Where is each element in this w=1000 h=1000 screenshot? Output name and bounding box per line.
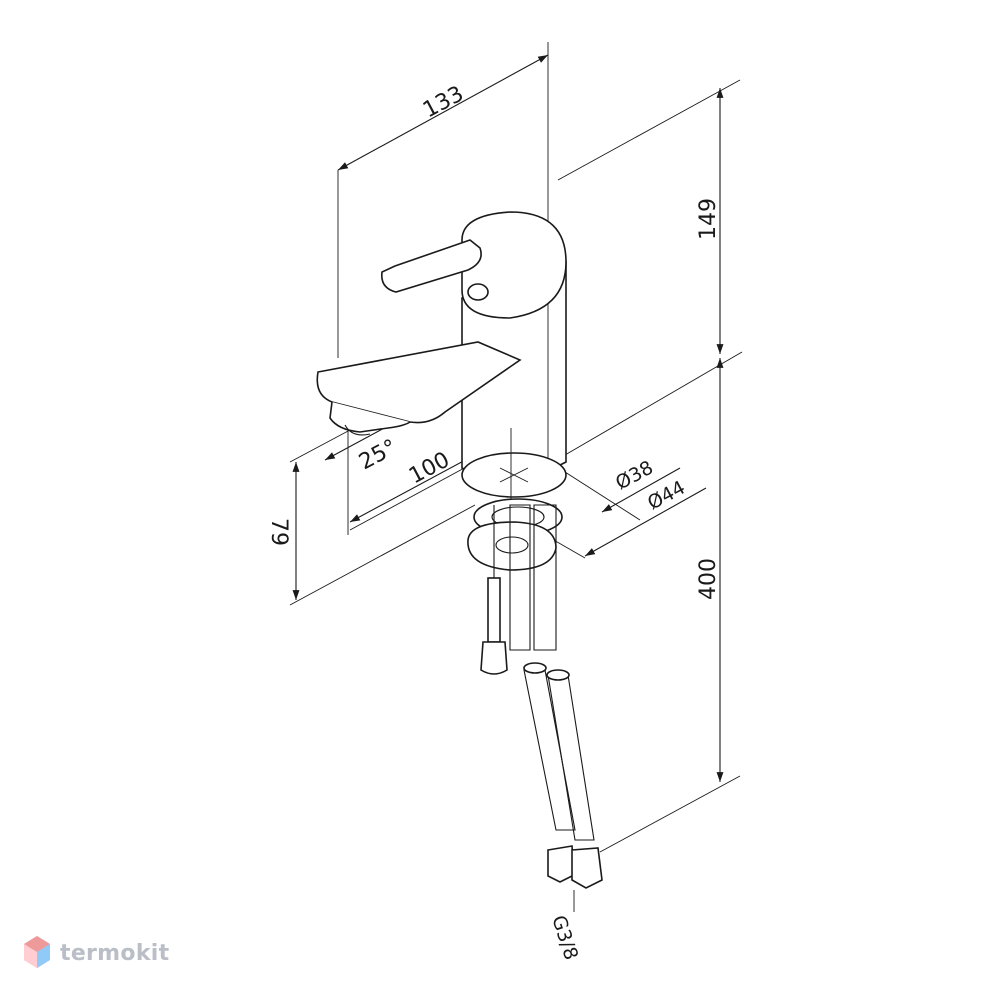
- dimension-label-133: 133: [419, 82, 468, 124]
- spout-lower-edge: [329, 401, 411, 433]
- stud-nut: [480, 641, 508, 675]
- hose-right-upper: [533, 504, 557, 651]
- brand-watermark: termokit: [22, 934, 169, 972]
- dimension-label-d44: Ø44: [644, 477, 689, 515]
- dimension-label-d38: Ø38: [612, 457, 657, 495]
- faucet-head: [461, 211, 567, 319]
- dimension-line-d38: [601, 467, 681, 513]
- dimension-label-angle: 25°: [355, 435, 401, 475]
- dimension-label-100: 100: [405, 448, 454, 490]
- hose-left-upper: [509, 504, 531, 651]
- base-center-cross-b: [499, 467, 529, 483]
- brand-name: termokit: [60, 940, 170, 966]
- hose-right-lower: [547, 674, 595, 841]
- extension-line-d38: [564, 471, 641, 521]
- hose-left-end: [523, 662, 547, 674]
- dimension-line-d44: [584, 487, 707, 557]
- hose-nut-left: [547, 845, 575, 883]
- mounting-plate-hole: [495, 536, 529, 554]
- hose-left-lower: [523, 669, 576, 831]
- extension-line-79-top: [289, 429, 351, 463]
- extension-line-149-top: [557, 79, 741, 181]
- faucet-handle[interactable]: [380, 239, 482, 293]
- faucet-spout: [316, 341, 522, 424]
- dimension-line-angle: [324, 425, 389, 461]
- aerator-outlet: [344, 424, 371, 436]
- threaded-stud: [487, 577, 501, 643]
- extension-line-149-bottom: [564, 351, 743, 456]
- hose-nut-right: [571, 847, 603, 889]
- hose-right-end: [546, 669, 570, 681]
- dimension-line-133: [337, 54, 549, 171]
- handle-pivot: [467, 283, 489, 301]
- extension-line-79-bottom: [289, 504, 476, 606]
- termokit-logo-icon: [24, 936, 50, 968]
- dimension-label-79: 79: [266, 518, 291, 546]
- mounting-plate: [467, 521, 557, 571]
- extension-line-400-bottom: [599, 775, 741, 853]
- dimension-label-400: 400: [696, 558, 721, 600]
- dimension-label-149: 149: [696, 198, 721, 240]
- thread-label: G3/8: [547, 913, 582, 963]
